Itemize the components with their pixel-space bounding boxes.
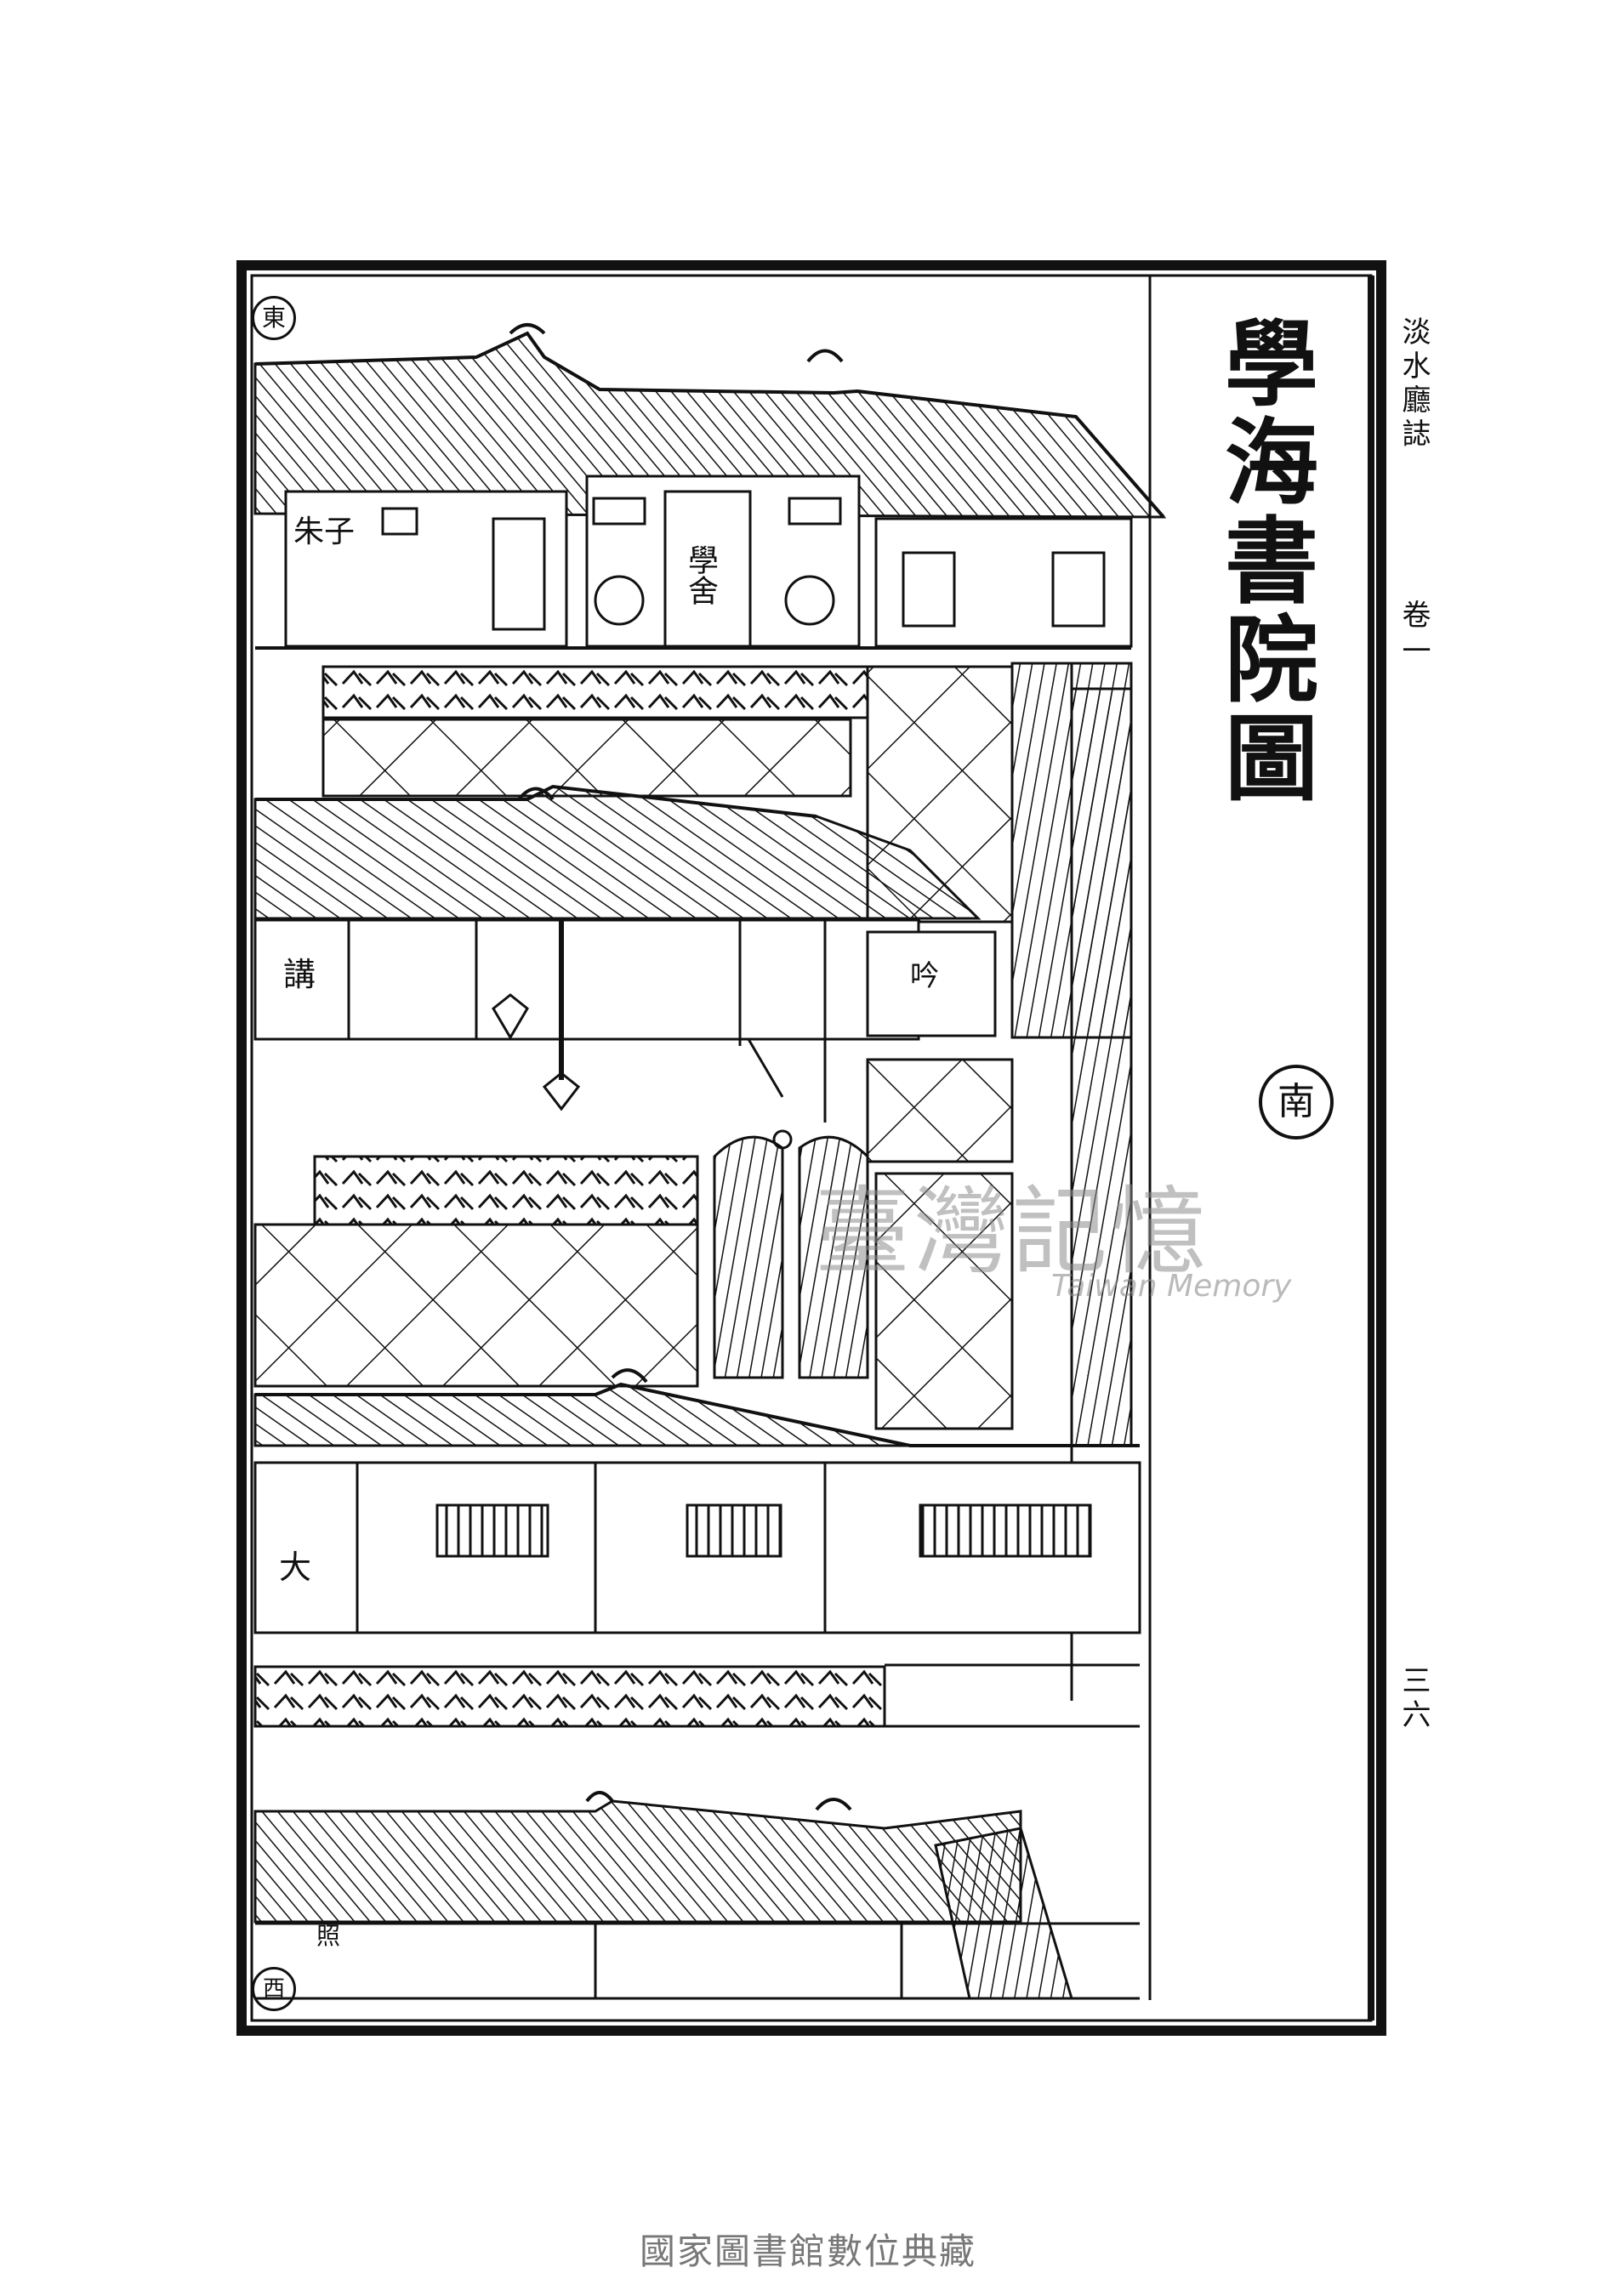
- watermark-chinese: 臺灣記憶: [815, 1177, 1209, 1287]
- label-da: 大: [279, 1549, 312, 1586]
- plate-title: 學海書院圖: [1209, 315, 1318, 808]
- label-zhao: 照: [316, 1922, 341, 1950]
- label-jiang: 講: [283, 956, 316, 993]
- outer-frame: [236, 260, 1386, 2036]
- volume-number: 卷一: [1397, 600, 1431, 671]
- watermark-english: Taiwan Memory: [1051, 1269, 1292, 1304]
- footer-credit: 國家圖書館數位典藏: [639, 2231, 976, 2272]
- compass-west: 西: [252, 1967, 296, 2011]
- compass-south: 南: [1259, 1065, 1334, 1139]
- compass-east: 東: [252, 296, 296, 340]
- label-zhuzi: 朱子: [293, 514, 356, 549]
- book-title: 淡水廳誌: [1397, 316, 1431, 452]
- label-yin: 吟: [910, 959, 939, 993]
- page-number: 三六: [1397, 1665, 1431, 1733]
- label-xueshe: 學舍: [683, 544, 718, 605]
